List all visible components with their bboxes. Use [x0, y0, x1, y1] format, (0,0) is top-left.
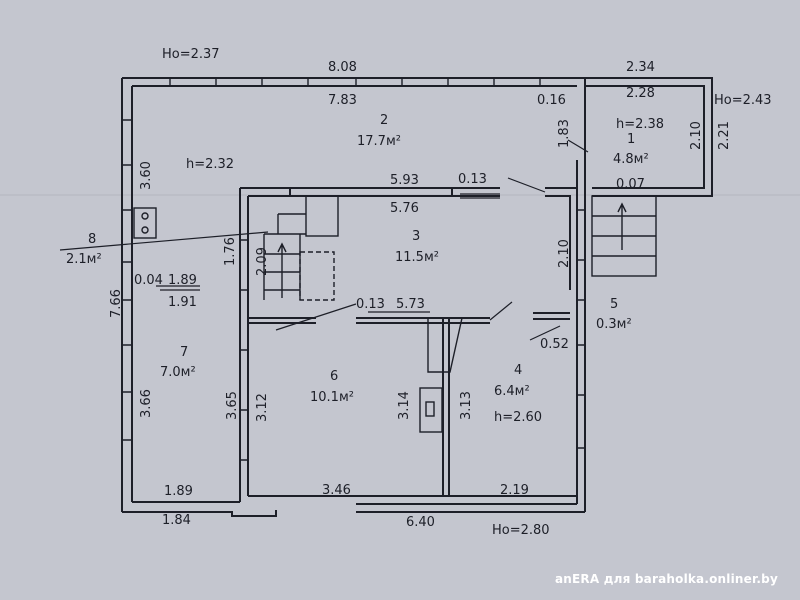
- ho-right: Ho=2.43: [714, 93, 772, 108]
- room-6-number: 6: [330, 369, 338, 384]
- room-1-area: 4.8м²: [613, 152, 649, 167]
- equipment-symbol: [419, 317, 463, 433]
- ho-top-left: Ho=2.37: [162, 47, 220, 62]
- inner-wall-right-stub-b: [545, 195, 571, 290]
- dim-593: 5.93: [390, 173, 419, 188]
- dim-porch-outer: 2.34: [626, 60, 655, 75]
- dim-209: 2.09: [255, 247, 270, 276]
- stair-block: [305, 195, 339, 237]
- dim-573: 5.73: [396, 297, 425, 312]
- dim-wall-016: 0.16: [537, 93, 566, 108]
- room-2-area: 17.7м²: [357, 134, 401, 149]
- porch-steps: [591, 195, 657, 277]
- walls: [121, 77, 713, 517]
- dim-360: 3.60: [139, 161, 154, 190]
- stove-symbol: [133, 207, 157, 239]
- dim-bottom-346: 3.46: [322, 483, 351, 498]
- room-8-area: 2.1м²: [66, 252, 102, 267]
- room-4-area: 6.4м²: [494, 384, 530, 399]
- interior-stairs: [263, 195, 339, 301]
- dim-007: 0.07: [616, 177, 645, 192]
- room-4-number: 4: [514, 363, 522, 378]
- room-1-number: 1: [627, 132, 635, 147]
- dim-bottom-184: 1.84: [162, 513, 191, 528]
- room-8-number: 8: [88, 232, 96, 247]
- dim-052: 0.52: [540, 337, 569, 352]
- corridor-wall-top: [289, 187, 453, 197]
- dim-porch-side-outer: 2.21: [717, 121, 732, 150]
- dim-766: 7.66: [109, 289, 124, 318]
- dim-bottom-219: 2.19: [500, 483, 529, 498]
- room-7-area: 7.0м²: [160, 365, 196, 380]
- dim-210: 2.10: [557, 239, 572, 268]
- room-3-area: 11.5м²: [395, 250, 439, 265]
- watermark-text: anERA для baraholka.onliner.by: [554, 572, 778, 586]
- room-4-height: h=2.60: [494, 410, 542, 425]
- room-5-area: 0.3м²: [596, 317, 632, 332]
- dim-365: 3.65: [225, 391, 240, 420]
- dim-176: 1.76: [223, 237, 238, 266]
- room-1-height: h=2.38: [616, 117, 664, 132]
- dim-porch-inner: 2.28: [626, 86, 655, 101]
- dim-bottom-640: 6.40: [406, 515, 435, 530]
- dim-top-outer: 8.08: [328, 60, 357, 75]
- porch-steps-arrow: [617, 202, 627, 250]
- dim-top-inner: 7.83: [328, 93, 357, 108]
- dim-bottom-189: 1.89: [164, 484, 193, 499]
- dim-313: 3.13: [459, 391, 474, 420]
- dim-314: 3.14: [397, 391, 412, 420]
- dim-004: 0.04: [134, 273, 163, 288]
- stair-arrow: [277, 242, 287, 298]
- wall-hatching: [122, 78, 585, 461]
- dim-189-mid: 1.89: [168, 273, 197, 288]
- dim-porch-side-inner: 2.10: [689, 121, 704, 150]
- dim-191: 1.91: [168, 295, 197, 310]
- dim-312: 3.12: [255, 393, 270, 422]
- vent-shaft: [427, 317, 463, 373]
- porch-wall-inner: [585, 85, 705, 189]
- stair-landing: [299, 251, 335, 301]
- dim-366: 3.66: [139, 389, 154, 418]
- dim-576: 5.76: [390, 201, 419, 216]
- ho-bottom: Ho=2.80: [492, 523, 550, 538]
- room-7-number: 7: [180, 345, 188, 360]
- room-2-number: 2: [380, 113, 388, 128]
- dim-183: 1.83: [557, 119, 572, 148]
- room-5-number: 5: [610, 297, 618, 312]
- room-6-area: 10.1м²: [310, 390, 354, 405]
- dim-013-top: 0.13: [458, 172, 487, 187]
- room-3-number: 3: [412, 229, 420, 244]
- dim-013-mid: 0.13: [356, 297, 385, 312]
- left-zone-height: h=2.32: [186, 157, 234, 172]
- leader-lines: [59, 139, 589, 341]
- outer-wall-bottom-left: [122, 510, 277, 517]
